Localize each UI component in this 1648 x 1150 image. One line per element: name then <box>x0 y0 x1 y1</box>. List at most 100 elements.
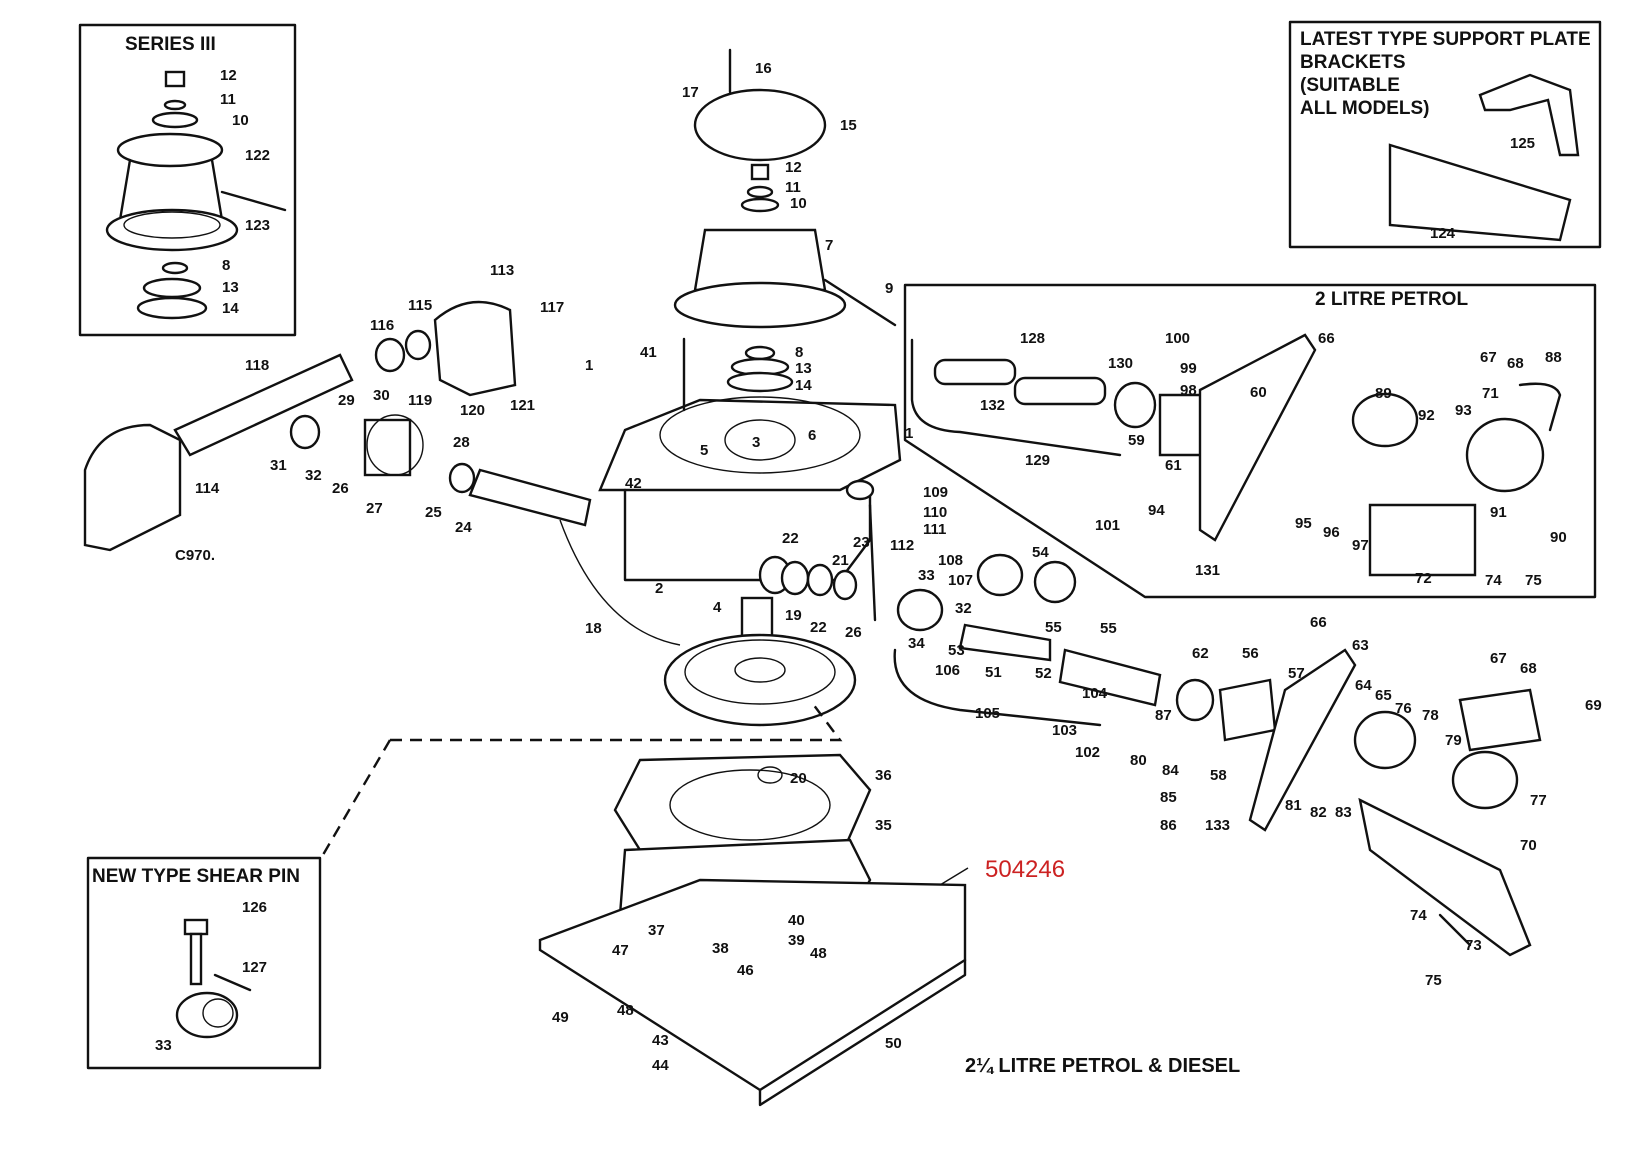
label-m10: 10 <box>790 195 807 212</box>
label-d70: 70 <box>1520 837 1537 854</box>
label-b124: 124 <box>1430 225 1456 242</box>
label-l119: 119 <box>408 392 432 409</box>
drive-line: 33 108 107 54 32 55 34 53 51 52 106 105 … <box>893 544 1602 989</box>
label-g48a: 48 <box>810 945 827 962</box>
label-l28: 28 <box>453 434 470 451</box>
two-litre-panel: 2 LITRE PETROL 128 100 130 99 98 60 66 1… <box>903 283 1597 599</box>
label-m4: 4 <box>713 599 722 616</box>
label-d57: 57 <box>1288 665 1305 682</box>
label-l29: 29 <box>338 392 355 409</box>
support-brackets-panel: LATEST TYPE SUPPORT PLATE BRACKETS (SUIT… <box>1288 20 1602 249</box>
shaft-55 <box>1058 648 1162 707</box>
label-d66: 66 <box>1310 614 1327 631</box>
label-d133: 133 <box>1205 817 1230 834</box>
label-l115: 115 <box>408 297 432 314</box>
base-plate-assembly: 20 36 35 40 37 38 39 47 46 48 49 48 43 4… <box>318 699 967 1107</box>
label-p67: 67 <box>1480 349 1497 366</box>
label-p61: 61 <box>1165 457 1182 474</box>
label-g43: 43 <box>652 1032 669 1049</box>
label-p75: 75 <box>1525 572 1542 589</box>
label-m23: 23 <box>853 534 870 551</box>
coupling-33 <box>896 588 944 632</box>
label-s3-12: 12 <box>220 67 237 84</box>
cover-15 <box>693 88 827 162</box>
rod-129 <box>910 338 1122 457</box>
label-d73: 73 <box>1465 937 1482 954</box>
label-d84: 84 <box>1162 762 1179 779</box>
bracket-124 <box>1388 143 1572 242</box>
label-p59: 59 <box>1128 432 1145 449</box>
series-iii-panel: SERIES III 12 11 10 122 123 8 13 14 <box>78 23 297 337</box>
label-m13: 13 <box>795 360 812 377</box>
label-p99: 99 <box>1180 360 1197 377</box>
label-d106: 106 <box>935 662 960 679</box>
coupling-33-shear <box>175 991 239 1039</box>
label-d33: 33 <box>918 567 935 584</box>
series-iii-frame <box>78 23 297 337</box>
label-d86: 86 <box>1160 817 1177 834</box>
label-m1b: 1 <box>905 425 913 442</box>
label-d62: 62 <box>1192 645 1209 662</box>
support-title-line-2: BRACKETS <box>1300 52 1406 73</box>
code-c970: C970. <box>175 547 215 564</box>
bracket-67 <box>1458 688 1542 752</box>
label-d78: 78 <box>1422 707 1439 724</box>
label-m6: 6 <box>808 427 816 444</box>
label-m110: 110 <box>923 504 947 521</box>
label-d68: 68 <box>1520 660 1537 677</box>
housing-56 <box>1218 678 1277 742</box>
flange-89 <box>1351 392 1419 448</box>
label-d107: 107 <box>948 572 973 589</box>
reference-number: 504246 <box>985 856 1065 883</box>
label-d52: 52 <box>1035 665 1052 682</box>
label-d105: 105 <box>975 705 1000 722</box>
plate-27 <box>363 418 412 477</box>
shaft-128a <box>933 358 1017 386</box>
label-m9: 9 <box>885 280 893 297</box>
shaft-118 <box>173 353 354 457</box>
label-d64: 64 <box>1355 677 1372 694</box>
label-p129: 129 <box>1025 452 1050 469</box>
label-p68: 68 <box>1507 355 1524 372</box>
label-g37: 37 <box>648 922 665 939</box>
label-m41: 41 <box>640 344 657 361</box>
label-p60: 60 <box>1250 384 1267 401</box>
label-m2: 2 <box>655 580 663 597</box>
label-p93: 93 <box>1455 402 1472 419</box>
label-p89: 89 <box>1375 385 1392 402</box>
label-d67: 67 <box>1490 650 1507 667</box>
flange-76 <box>1353 710 1417 770</box>
worm-24 <box>468 468 592 527</box>
label-l114: 114 <box>195 480 220 497</box>
gear-19 <box>663 633 857 727</box>
label-l31: 31 <box>270 457 287 474</box>
label-d63: 63 <box>1352 637 1369 654</box>
label-m5: 5 <box>700 442 708 459</box>
label-p132: 132 <box>980 397 1005 414</box>
label-g46: 46 <box>737 962 754 979</box>
casing-top-1 <box>598 398 902 492</box>
label-p88: 88 <box>1545 349 1562 366</box>
label-l25: 25 <box>425 504 442 521</box>
label-p96: 96 <box>1323 524 1340 541</box>
bracket-114 <box>83 423 182 552</box>
label-m18: 18 <box>585 620 602 637</box>
label-d34: 34 <box>908 635 925 652</box>
caption-2-quarter-litre: 2¼ LITRE PETROL & DIESEL <box>965 1055 1240 1077</box>
plate-70 <box>1358 797 1532 957</box>
label-d77: 77 <box>1530 792 1547 809</box>
label-b125: 125 <box>1510 135 1535 152</box>
flange-90 <box>1465 417 1545 493</box>
label-s3-14: 14 <box>222 300 239 317</box>
label-n127: 127 <box>242 959 267 976</box>
label-l24: 24 <box>455 519 472 536</box>
label-g47: 47 <box>612 942 629 959</box>
label-p97: 97 <box>1352 537 1369 554</box>
label-m1a: 1 <box>585 357 593 374</box>
label-s3-123: 123 <box>245 217 270 234</box>
two-litre-title: 2 LITRE PETROL <box>1315 289 1468 310</box>
label-l116: 116 <box>370 317 394 334</box>
support-title-line-1: LATEST TYPE SUPPORT PLATE <box>1300 29 1591 50</box>
label-d76: 76 <box>1395 700 1412 717</box>
label-d83: 83 <box>1335 804 1352 821</box>
